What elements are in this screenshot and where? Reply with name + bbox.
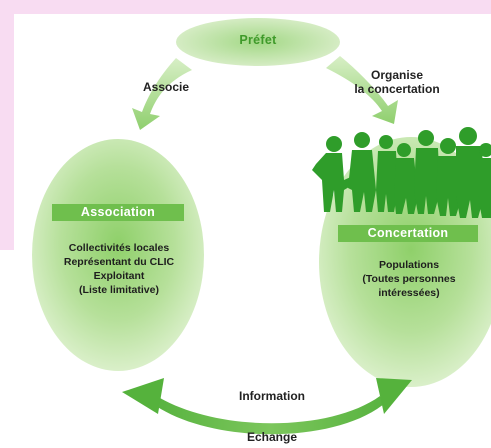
prefet-label: Préfet — [239, 33, 277, 47]
association-line-2: Représentant du CLIC — [63, 255, 175, 268]
crowd-silhouette-icon — [312, 127, 491, 218]
association-line-4: (Liste limitative) — [79, 283, 159, 296]
concertation-members: Populations (Toutes personnes intéressée… — [334, 259, 484, 301]
exchange-arrow — [122, 378, 412, 435]
concertation-line-2: (Toutes personnes — [362, 272, 456, 285]
concertation-line-1: Populations — [378, 259, 440, 271]
association-line-1: Collectivités locales — [68, 242, 170, 254]
association-node — [32, 139, 204, 371]
organise-arrow — [326, 56, 398, 124]
organise-line-2: la concertation — [354, 82, 440, 97]
association-line-3: Exploitant — [93, 269, 145, 282]
prefet-node — [176, 18, 340, 66]
echange-label: Echange — [246, 430, 297, 444]
organise-line-1: Organise — [370, 68, 424, 82]
associe-arrow — [132, 58, 192, 130]
concertation-line-3: intéressées) — [378, 286, 440, 299]
organise-label: Organise la concertation — [322, 68, 472, 97]
associe-label: Associe — [142, 80, 190, 94]
association-title: Association — [52, 204, 184, 221]
concertation-title: Concertation — [338, 225, 478, 242]
association-members: Collectivités locales Représentant du CL… — [30, 242, 208, 297]
information-label: Information — [239, 389, 305, 403]
